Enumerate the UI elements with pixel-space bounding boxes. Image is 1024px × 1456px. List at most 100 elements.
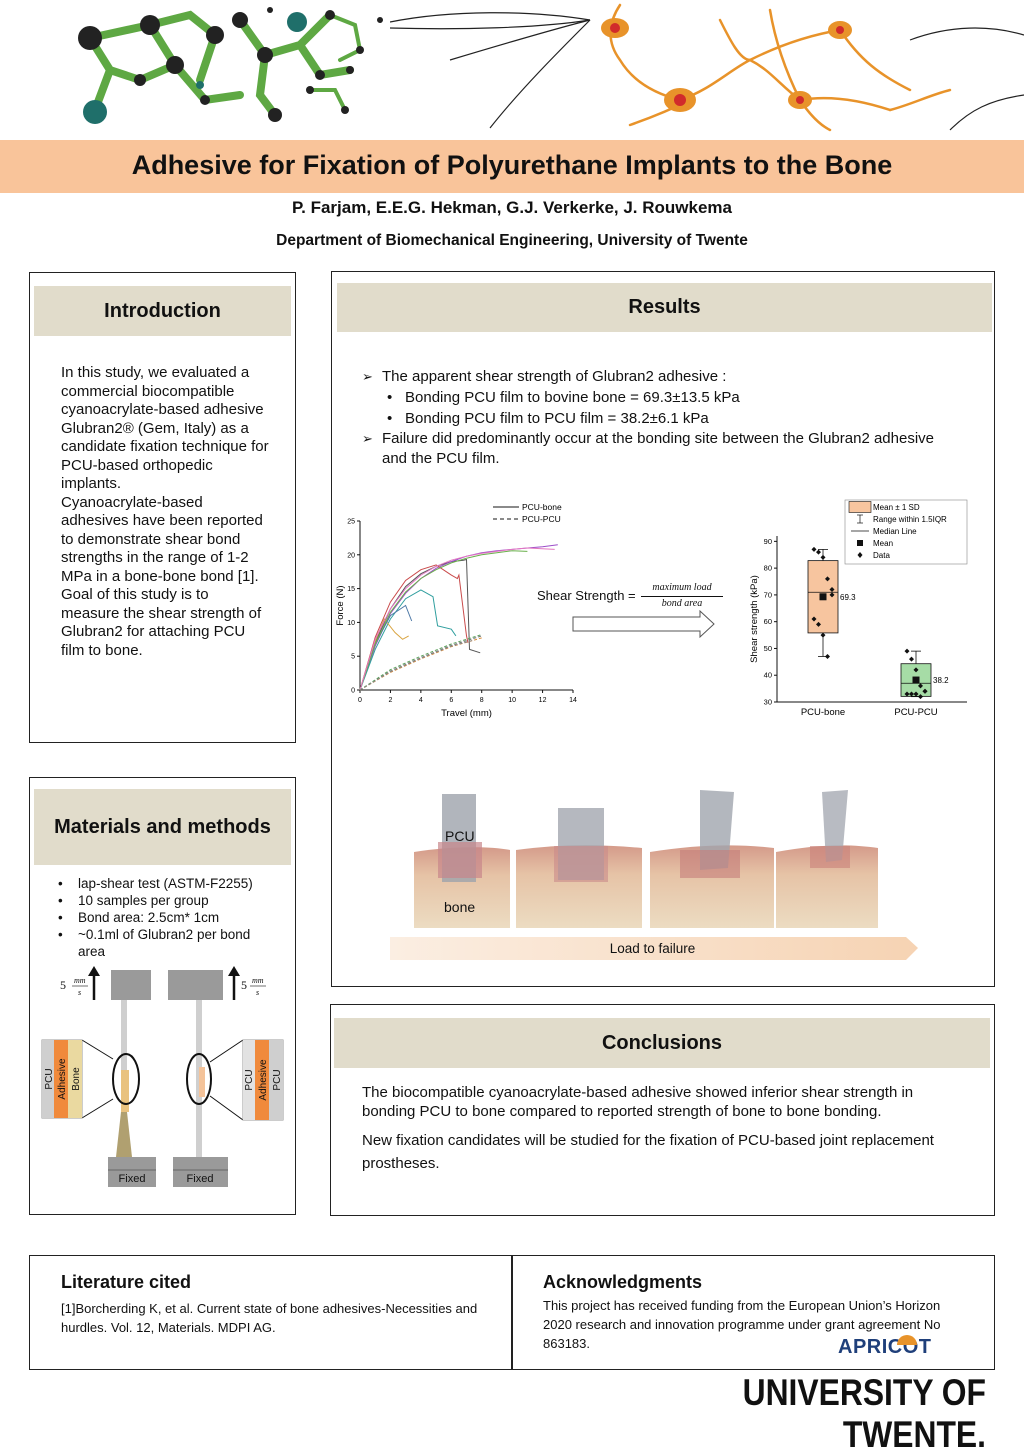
fixed-label-left: Fixed bbox=[119, 1173, 146, 1185]
svg-text:s: s bbox=[256, 988, 259, 997]
svg-text:mm: mm bbox=[252, 976, 264, 985]
introduction-p1: In this study, we evaluated a commercial… bbox=[61, 364, 269, 492]
apricot-logo-mark bbox=[897, 1335, 917, 1345]
x-axis-label: Travel (mm) bbox=[441, 708, 492, 719]
load-to-failure-label: Load to failure bbox=[609, 941, 696, 956]
series-line bbox=[359, 639, 475, 691]
data-point bbox=[918, 683, 923, 689]
legend-label: Range within 1.5IQR bbox=[873, 515, 947, 524]
results-bullets: The apparent shear strength of Glubran2 … bbox=[362, 367, 962, 387]
methods-item: 10 samples per group bbox=[56, 892, 276, 909]
data-point bbox=[829, 587, 835, 593]
mean-marker bbox=[819, 593, 827, 601]
lap-shear-schematic: Fixed PCU Adhesive Bone 5 mm s Fixed PCU… bbox=[41, 966, 284, 1187]
category-label: PCU-bone bbox=[801, 707, 845, 718]
data-point bbox=[811, 546, 817, 552]
legend-label: PCU-bone bbox=[522, 502, 562, 512]
photo-label-pcu: PCU bbox=[445, 828, 475, 844]
formula-arrow bbox=[572, 610, 715, 638]
y-tick-label: 30 bbox=[764, 698, 772, 707]
y-tick-label: 90 bbox=[764, 537, 772, 546]
literature-heading: Literature cited bbox=[61, 1272, 192, 1292]
conclusions-p2: New fixation candidates will be studied … bbox=[362, 1132, 934, 1172]
layer-label: Adhesive bbox=[258, 1059, 269, 1101]
legend-swatch bbox=[857, 540, 863, 546]
mean-marker bbox=[912, 676, 920, 684]
introduction-text: In this study, we evaluated a commercial… bbox=[61, 364, 271, 660]
methods-item: lap-shear test (ASTM-F2255) bbox=[56, 875, 276, 892]
results-subbullet: Bonding PCU film to bovine bone = 69.3±1… bbox=[383, 388, 943, 409]
methods-list: lap-shear test (ASTM-F2255) 10 samples p… bbox=[56, 875, 276, 960]
svg-text:mm: mm bbox=[74, 976, 86, 985]
data-point bbox=[820, 632, 826, 638]
x-tick-label: 12 bbox=[539, 697, 547, 704]
molecule-decoration bbox=[78, 7, 383, 124]
y-tick-label: 5 bbox=[351, 654, 355, 661]
formula-line bbox=[641, 596, 723, 597]
data-point bbox=[829, 592, 835, 598]
shear-formula: Shear Strength = maximum load bond area bbox=[537, 582, 727, 612]
legend-label: Mean bbox=[873, 539, 893, 548]
x-tick-label: 8 bbox=[480, 697, 484, 704]
layer-label: Bone bbox=[71, 1067, 82, 1091]
formula-label: Shear Strength = bbox=[537, 588, 636, 603]
results-subbullet: Bonding PCU film to PCU film = 38.2±6.1 … bbox=[383, 409, 943, 430]
results-bullet: Failure did predominantly occur at the b… bbox=[362, 429, 962, 469]
data-point bbox=[904, 648, 910, 654]
layer-label: PCU bbox=[272, 1069, 283, 1090]
data-point bbox=[816, 621, 821, 627]
category-label: PCU-PCU bbox=[894, 707, 937, 718]
footer-divider bbox=[511, 1256, 513, 1369]
speed-left: 5 bbox=[60, 978, 66, 992]
literature-text: [1]Borcherding K, et al. Current state o… bbox=[61, 1301, 478, 1335]
legend-label: Data bbox=[873, 551, 890, 560]
series-line bbox=[359, 564, 469, 691]
title-band bbox=[0, 140, 1024, 193]
y-tick-label: 20 bbox=[347, 552, 355, 559]
series-line bbox=[359, 637, 482, 691]
y-tick-label: 70 bbox=[764, 590, 772, 599]
series-line bbox=[359, 589, 457, 691]
y-tick-label: 10 bbox=[347, 620, 355, 627]
data-point bbox=[922, 688, 928, 694]
data-point bbox=[816, 549, 821, 555]
y-axis-label: Force (N) bbox=[335, 585, 346, 625]
university-logo: UNIVERSITY OF TWENTE. bbox=[742, 1372, 986, 1455]
legend-swatch bbox=[857, 552, 863, 558]
data-point bbox=[918, 694, 923, 700]
x-tick-label: 14 bbox=[569, 697, 577, 704]
series-line bbox=[359, 550, 528, 691]
series-line bbox=[359, 635, 482, 691]
svg-text:s: s bbox=[78, 988, 81, 997]
acknowledgments-heading: Acknowledgments bbox=[543, 1272, 703, 1292]
methods-heading: Materials and methods bbox=[34, 789, 291, 865]
neuron-decoration bbox=[390, 3, 1024, 132]
data-point bbox=[811, 616, 817, 622]
legend-swatch bbox=[848, 501, 872, 513]
introduction-p2: Cyanoacrylate-based adhesives have been … bbox=[61, 493, 263, 585]
y-tick-label: 80 bbox=[764, 564, 772, 573]
data-point bbox=[825, 653, 830, 659]
layer-label: PCU bbox=[44, 1068, 55, 1089]
boxplot-legend: Mean ± 1 SD Range within 1.5IQR Median Lin… bbox=[844, 499, 968, 565]
results-bullets-2: Failure did predominantly occur at the b… bbox=[362, 429, 962, 469]
results-bullet: The apparent shear strength of Glubran2 … bbox=[362, 367, 962, 387]
results-heading: Results bbox=[337, 283, 992, 332]
formula-numerator: maximum load bbox=[652, 582, 712, 593]
series-line bbox=[359, 618, 409, 691]
y-tick-label: 0 bbox=[351, 688, 355, 695]
x-tick-label: 0 bbox=[358, 697, 362, 704]
legend-label: PCU-PCU bbox=[522, 514, 561, 524]
legend-label: Median Line bbox=[873, 527, 917, 536]
legend-label: Mean ± 1 SD bbox=[873, 503, 920, 512]
data-point bbox=[909, 691, 914, 697]
conclusions-p1: The biocompatible cyanoacrylate-based ad… bbox=[362, 1084, 914, 1120]
methods-item: Bond area: 2.5cm* 1cm bbox=[56, 909, 276, 926]
methods-item: ~0.1ml of Glubran2 per bond area bbox=[56, 926, 276, 960]
introduction-panel bbox=[29, 272, 296, 743]
results-subbullets: Bonding PCU film to bovine bone = 69.3±1… bbox=[383, 388, 943, 429]
layer-label: Adhesive bbox=[57, 1058, 68, 1100]
introduction-heading: Introduction bbox=[34, 286, 291, 336]
introduction-p3: Goal of this study is to measure the she… bbox=[61, 586, 262, 659]
